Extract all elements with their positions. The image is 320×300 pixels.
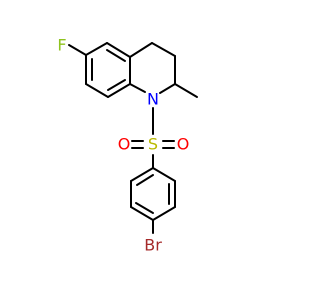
bond-c4-c3 (151, 42, 176, 57)
bond-c4p-c5p (130, 206, 154, 221)
bond-n1-c8a (129, 83, 146, 93)
bond-c8a-c8 (107, 83, 131, 98)
bond-c2-methyl (174, 83, 198, 98)
bond-c6-c5 (85, 42, 108, 56)
bond-c1p-c2p (152, 167, 176, 182)
molecular-structure: F N S O O Br (57, 36, 198, 255)
bond-lines (68, 42, 198, 234)
bond-c3p-c4p (152, 206, 176, 221)
bond-f-c6 (68, 44, 87, 56)
bond-c6p-c1p (130, 167, 154, 182)
atom-oxygen-left: O (118, 135, 131, 154)
aromatic-inner-6 (136, 174, 154, 186)
aromatic-inner-1 (106, 49, 126, 62)
aromatic-inner-5 (135, 202, 154, 214)
bond-c4a-c4 (129, 42, 153, 58)
atom-fluorine: F (57, 36, 66, 55)
atom-nitrogen: N (147, 90, 159, 109)
atom-bromine: Br (144, 236, 162, 255)
bond-c2-n1 (159, 83, 176, 94)
bond-c5-c4a (106, 42, 131, 58)
atom-labels: F N S O O Br (57, 36, 189, 255)
bond-c8-c7 (85, 83, 109, 98)
atom-oxygen-right: O (177, 135, 190, 154)
atom-sulfur: S (148, 135, 158, 154)
aromatic-inner-2 (107, 79, 126, 91)
